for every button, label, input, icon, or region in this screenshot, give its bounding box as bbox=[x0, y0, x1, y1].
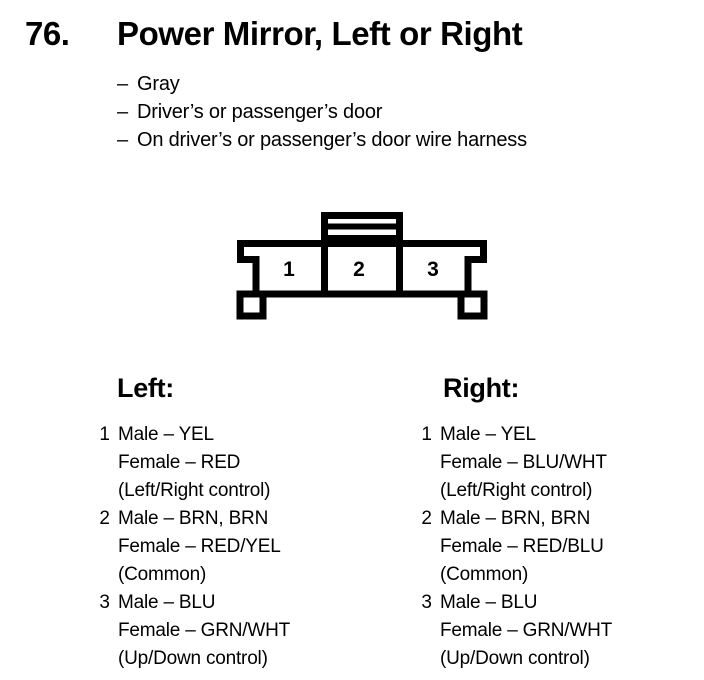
list-item: 3 Male – BLU Female – GRN/WHT (Up/Down c… bbox=[410, 589, 704, 673]
pin-index: 1 bbox=[99, 424, 110, 445]
pin-index: 3 bbox=[99, 592, 110, 613]
list-item: 3 Male – BLU Female – GRN/WHT (Up/Down c… bbox=[88, 589, 408, 673]
right-column-heading: Right: bbox=[443, 373, 520, 403]
pin-line-male: Male – YEL bbox=[118, 424, 214, 445]
pin-number-2: 2 bbox=[353, 258, 365, 281]
connector-outline-svg: 1 2 3 bbox=[236, 212, 488, 320]
pin-line-female: Female – BLU/WHT bbox=[440, 452, 607, 473]
pin-line-function: (Left/Right control) bbox=[440, 480, 593, 501]
pin-index: 2 bbox=[99, 508, 110, 529]
list-item: 1 Male – YEL Female – RED (Left/Right co… bbox=[88, 421, 408, 505]
pin-line-male: Male – BLU bbox=[118, 592, 216, 613]
page-title: Power Mirror, Left or Right bbox=[117, 15, 523, 52]
connector-latch-tab bbox=[321, 212, 403, 247]
list-item: 2 Male – BRN, BRN Female – RED/BLU (Comm… bbox=[410, 505, 704, 589]
pin-index: 2 bbox=[421, 508, 432, 529]
pin-line-female: Female – RED bbox=[118, 452, 241, 473]
list-item: 1 Male – YEL Female – BLU/WHT (Left/Righ… bbox=[410, 421, 704, 505]
list-item-label: On driver’s or passenger’s door wire har… bbox=[137, 129, 527, 151]
pin-line-function: (Common) bbox=[118, 564, 207, 585]
pin-line-female: Female – RED/YEL bbox=[118, 536, 281, 557]
pin-number-3: 3 bbox=[427, 258, 439, 281]
pin-line-female: Female – RED/BLU bbox=[440, 536, 604, 557]
pin-line-female: Female – GRN/WHT bbox=[118, 620, 291, 641]
list-item-label: Driver’s or passenger’s door bbox=[137, 101, 383, 123]
list-item: –Gray bbox=[117, 70, 677, 98]
pin-detail-lines: Male – YEL Female – RED (Left/Right cont… bbox=[88, 421, 408, 505]
pin-detail-lines: Male – BLU Female – GRN/WHT (Up/Down con… bbox=[88, 589, 408, 673]
pin-line-male: Male – BLU bbox=[440, 592, 538, 613]
connector-body-path bbox=[236, 240, 488, 320]
list-item: –On driver’s or passenger’s door wire ha… bbox=[117, 126, 677, 154]
left-column-heading: Left: bbox=[117, 373, 174, 403]
pin-line-male: Male – YEL bbox=[440, 424, 536, 445]
list-item-label: Gray bbox=[137, 73, 180, 95]
pin-detail-lines: Male – BRN, BRN Female – RED/YEL (Common… bbox=[88, 505, 408, 589]
connector-diagram: 1 2 3 bbox=[228, 206, 496, 326]
pin-line-female: Female – GRN/WHT bbox=[440, 620, 613, 641]
pin-line-function: (Up/Down control) bbox=[440, 648, 590, 669]
dash-icon: – bbox=[117, 129, 128, 151]
pin-line-function: (Left/Right control) bbox=[118, 480, 271, 501]
pin-index: 1 bbox=[421, 424, 432, 445]
right-pin-list: 1 Male – YEL Female – BLU/WHT (Left/Righ… bbox=[410, 421, 704, 673]
entry-number: 76. bbox=[25, 15, 70, 52]
dash-icon: – bbox=[117, 101, 128, 123]
left-pin-list: 1 Male – YEL Female – RED (Left/Right co… bbox=[88, 421, 408, 673]
list-item: –Driver’s or passenger’s door bbox=[117, 98, 677, 126]
pin-line-male: Male – BRN, BRN bbox=[118, 508, 269, 529]
dash-icon: – bbox=[117, 73, 128, 95]
list-item: 2 Male – BRN, BRN Female – RED/YEL (Comm… bbox=[88, 505, 408, 589]
pin-detail-lines: Male – YEL Female – BLU/WHT (Left/Right … bbox=[410, 421, 704, 505]
pin-detail-lines: Male – BRN, BRN Female – RED/BLU (Common… bbox=[410, 505, 704, 589]
pin-line-function: (Up/Down control) bbox=[118, 648, 268, 669]
pin-line-function: (Common) bbox=[440, 564, 529, 585]
pin-index: 3 bbox=[421, 592, 432, 613]
description-bullet-list: –Gray –Driver’s or passenger’s door –On … bbox=[117, 70, 677, 154]
pin-number-1: 1 bbox=[283, 258, 295, 281]
pin-detail-lines: Male – BLU Female – GRN/WHT (Up/Down con… bbox=[410, 589, 704, 673]
page-header: 76. Power Mirror, Left or Right bbox=[0, 14, 704, 58]
pin-line-male: Male – BRN, BRN bbox=[440, 508, 591, 529]
